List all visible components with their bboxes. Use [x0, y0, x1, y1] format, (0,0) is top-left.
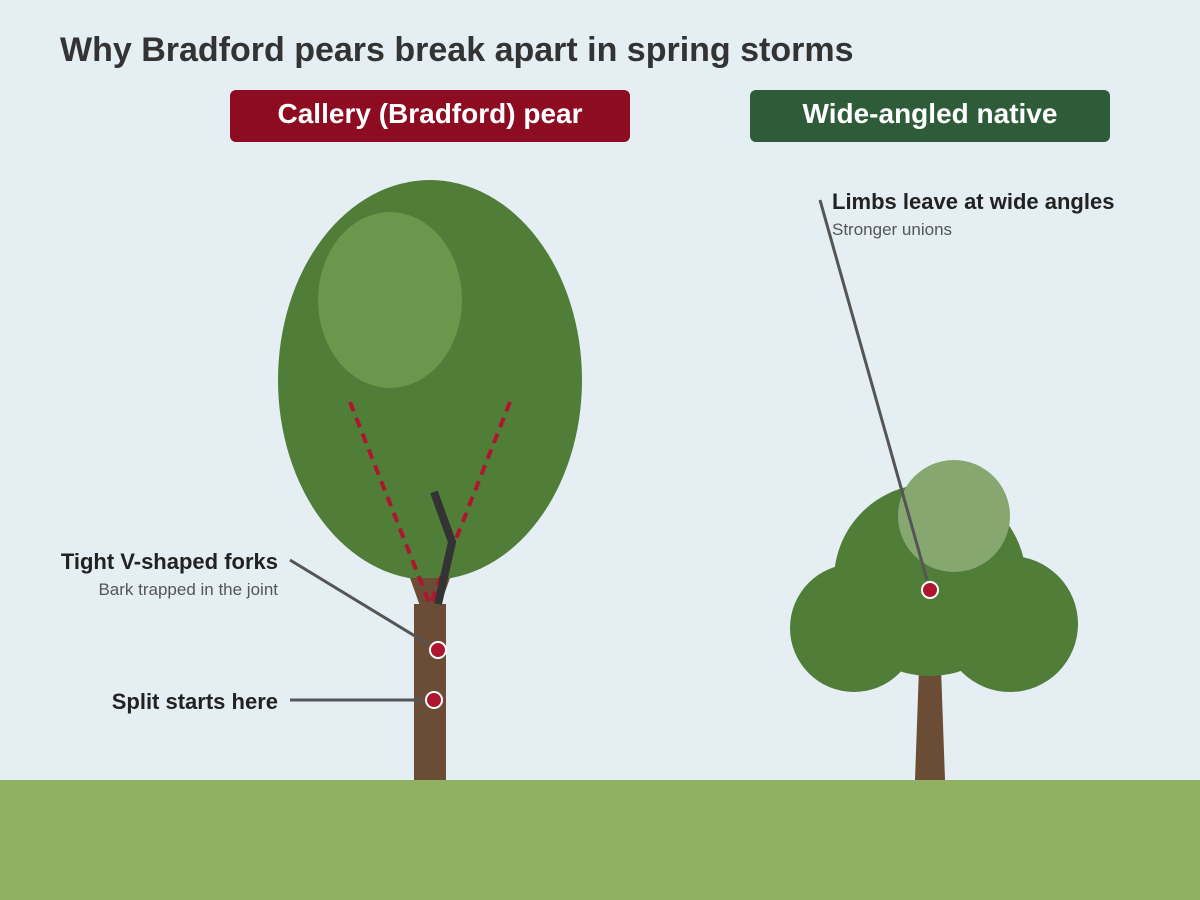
v-forks-leader-line [289, 558, 429, 646]
v-fork-right-guide [428, 401, 512, 606]
wide-angles-leader-line [818, 199, 929, 581]
native-tree [790, 460, 1078, 780]
left-tree-label: Callery (Bradford) pear [278, 98, 583, 129]
callout-wide-angles: Limbs leave at wide angles Stronger unio… [818, 189, 1114, 581]
wide-angles-heading: Limbs leave at wide angles [832, 189, 1114, 214]
ground [0, 780, 1200, 900]
v-forks-subtext: Bark trapped in the joint [98, 580, 278, 599]
split-heading: Split starts here [112, 689, 278, 714]
callout-v-forks: Tight V-shaped forks Bark trapped in the… [61, 549, 429, 646]
wide-angle-marker [921, 581, 939, 599]
right-pill-background [750, 90, 1110, 142]
split-marker [425, 691, 443, 709]
v-fork-left-guide [348, 401, 432, 606]
callout-split: Split starts here [112, 689, 424, 714]
v-fork-marker [429, 641, 447, 659]
trunk-crack [430, 490, 457, 605]
right-tree-label: Wide-angled native [803, 98, 1058, 129]
bradford-canopy-highlight [318, 212, 462, 388]
page-title: Why Bradford pears break apart in spring… [60, 31, 854, 69]
wide-angles-subtext: Stronger unions [832, 220, 952, 239]
native-canopy-highlight [898, 460, 1010, 572]
right-tree-label-pill: Wide-angled native [750, 90, 1110, 142]
v-forks-heading: Tight V-shaped forks [61, 549, 278, 574]
bradford-pear-tree [278, 180, 582, 780]
left-tree-label-pill: Callery (Bradford) pear [230, 90, 630, 142]
left-pill-background [230, 90, 630, 142]
